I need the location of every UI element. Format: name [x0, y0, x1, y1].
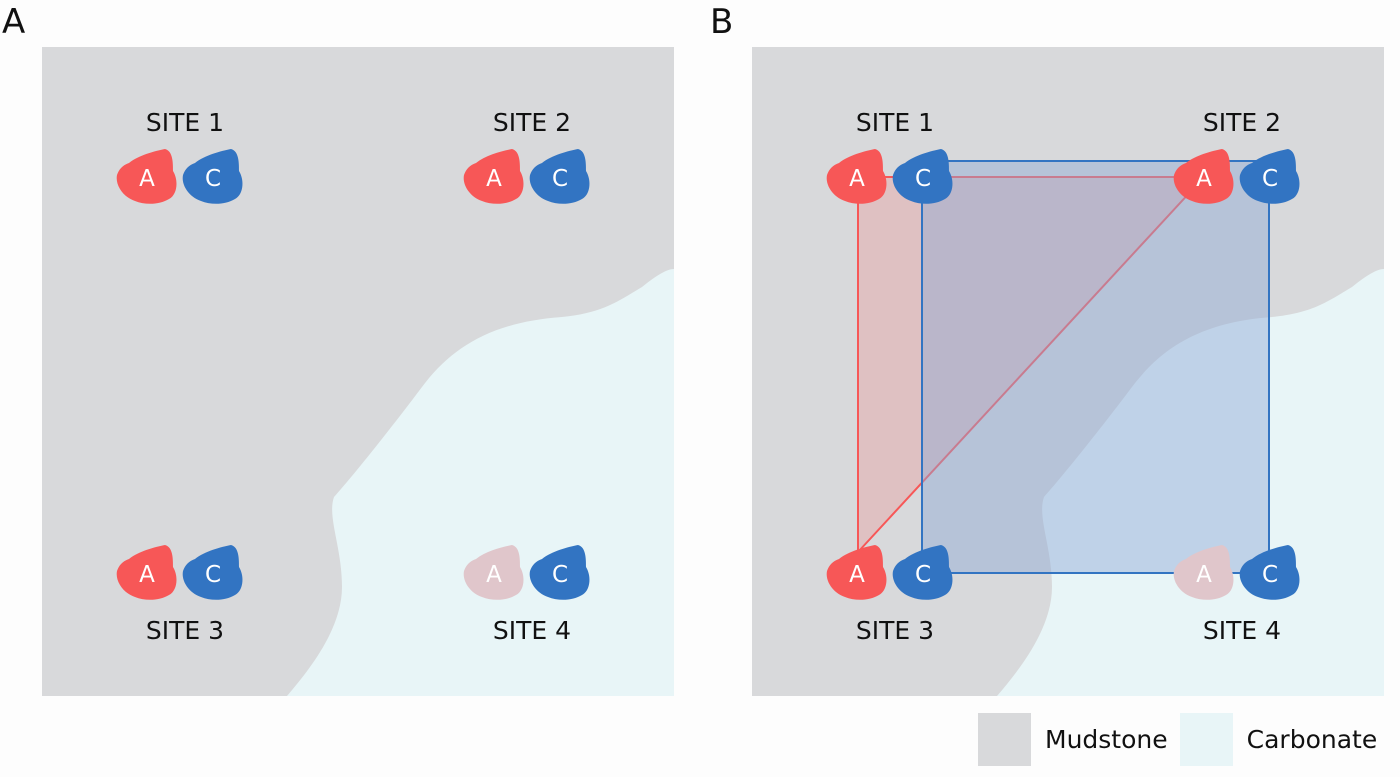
site-3: SITE 3 A C	[826, 545, 953, 645]
species-letter: A	[486, 562, 502, 588]
shell-icon	[1173, 149, 1234, 204]
shell-icon	[826, 545, 887, 600]
species-letter: A	[1196, 166, 1212, 192]
shell-icon	[1239, 149, 1300, 204]
shell-icon	[463, 149, 524, 204]
species-a-marker: A	[463, 149, 524, 204]
species-c-marker: C	[892, 149, 953, 204]
shell-icon	[892, 545, 953, 600]
species-a-marker: A	[463, 545, 524, 600]
species-letter: C	[1262, 562, 1278, 588]
shell-icon	[463, 545, 524, 600]
panel-a-label: A	[2, 2, 26, 42]
legend-swatch-mudstone	[978, 713, 1031, 766]
species-a-marker: A	[1173, 545, 1234, 600]
shell-icon	[116, 149, 177, 204]
range-polygon-species-c	[921, 160, 1270, 574]
panel-b-label: B	[710, 2, 734, 42]
legend-swatch-carbonate	[1179, 713, 1233, 766]
panel-b-map: SITE 1 A C SITE 2 A C SITE 3 A C SITE 4 A C	[752, 47, 1384, 696]
range-polygon-species-a	[857, 176, 1207, 555]
site-label: SITE 1	[146, 108, 224, 137]
panel-a-map: SITE 1 A C SITE 2 A C SITE 3 A C SITE 4 A C	[42, 47, 674, 696]
species-letter: C	[552, 166, 568, 192]
site-label: SITE 3	[856, 616, 934, 645]
shell-icon	[1239, 545, 1300, 600]
site-1: SITE 1 A C	[826, 108, 953, 204]
legend-label-mudstone: Mudstone	[1045, 725, 1168, 754]
species-letter: C	[915, 562, 931, 588]
species-letter: A	[486, 166, 502, 192]
species-a-marker: A	[116, 545, 177, 600]
species-c-marker: C	[529, 545, 590, 600]
shell-icon	[182, 149, 243, 204]
shell-icon	[529, 545, 590, 600]
site-2: SITE 2 A C	[1173, 108, 1300, 204]
site-4: SITE 4 A C	[1173, 545, 1300, 645]
species-letter: A	[139, 562, 155, 588]
site-label: SITE 1	[856, 108, 934, 137]
species-letter: C	[205, 562, 221, 588]
shell-icon	[116, 545, 177, 600]
species-letter: A	[849, 562, 865, 588]
species-letter: A	[849, 166, 865, 192]
species-c-marker: C	[1239, 149, 1300, 204]
site-4: SITE 4 A C	[463, 545, 590, 645]
site-label: SITE 3	[146, 616, 224, 645]
shell-icon	[182, 545, 243, 600]
site-label: SITE 2	[1203, 108, 1281, 137]
species-letter: A	[1196, 562, 1212, 588]
species-a-marker: A	[826, 545, 887, 600]
shell-icon	[529, 149, 590, 204]
species-c-marker: C	[892, 545, 953, 600]
site-3: SITE 3 A C	[116, 545, 243, 645]
species-a-marker: A	[826, 149, 887, 204]
site-label: SITE 4	[1203, 616, 1281, 645]
shell-icon	[892, 149, 953, 204]
species-letter: A	[139, 166, 155, 192]
site-1: SITE 1 A C	[116, 108, 243, 204]
species-letter: C	[205, 166, 221, 192]
species-letter: C	[1262, 166, 1278, 192]
shell-icon	[826, 149, 887, 204]
species-letter: C	[552, 562, 568, 588]
legend: Mudstone Carbonate	[978, 713, 1389, 766]
site-2: SITE 2 A C	[463, 108, 590, 204]
site-label: SITE 4	[493, 616, 571, 645]
species-c-marker: C	[529, 149, 590, 204]
map-svg: SITE 1 A C SITE 2 A C SITE 3 A C SITE 4 A C	[752, 47, 1384, 696]
species-c-marker: C	[182, 149, 243, 204]
species-letter: C	[915, 166, 931, 192]
site-label: SITE 2	[493, 108, 571, 137]
species-c-marker: C	[1239, 545, 1300, 600]
shell-icon	[1173, 545, 1234, 600]
legend-label-carbonate: Carbonate	[1246, 725, 1378, 754]
species-c-marker: C	[182, 545, 243, 600]
species-a-marker: A	[1173, 149, 1234, 204]
species-a-marker: A	[116, 149, 177, 204]
map-svg: SITE 1 A C SITE 2 A C SITE 3 A C SITE 4 A C	[42, 47, 674, 696]
